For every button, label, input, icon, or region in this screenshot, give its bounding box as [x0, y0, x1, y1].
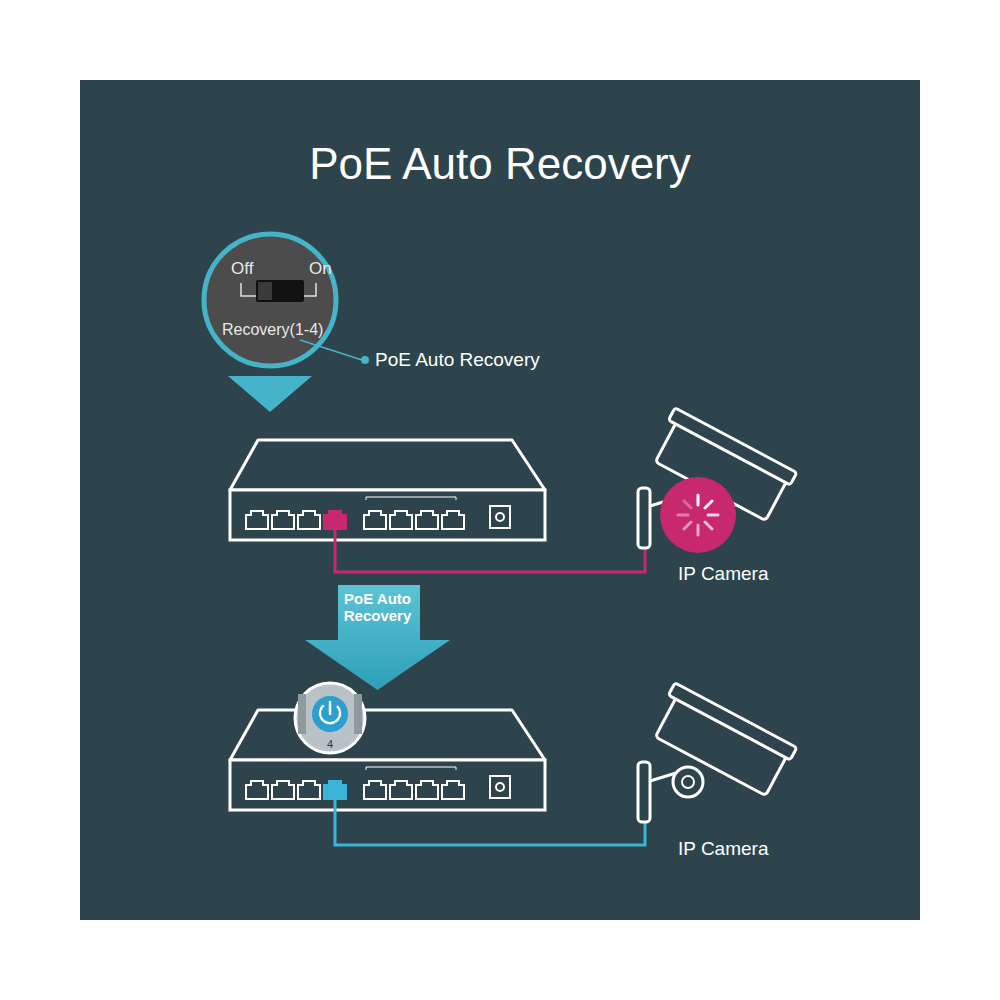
callout-pointer [228, 376, 312, 412]
poe-marking [366, 497, 456, 500]
ethernet-port [298, 781, 320, 799]
arrow-node: PoE Auto Recovery [305, 585, 450, 690]
ethernet-port [442, 511, 464, 529]
ethernet-port-recovered [324, 781, 346, 799]
led-housing [298, 694, 306, 734]
device-label: IP Camera [678, 563, 768, 586]
switch-front [230, 760, 545, 810]
ethernet-port-fault [324, 511, 346, 529]
recovery-icon-bg [312, 696, 348, 732]
ethernet-port [364, 781, 386, 799]
zoom-circle [204, 234, 336, 366]
camera-pole [638, 488, 650, 548]
spinner-spoke [705, 501, 712, 508]
leader-line [300, 340, 362, 360]
ethernet-port [416, 511, 438, 529]
spinner-spoke [708, 514, 718, 517]
spinner-spoke [678, 514, 688, 517]
ethernet-port [416, 781, 438, 799]
power-port [490, 506, 510, 528]
camera-hood [668, 683, 796, 760]
camera-mount [673, 767, 703, 797]
camera-mount-inner [682, 776, 694, 788]
ethernet-port [272, 781, 294, 799]
switch-front [230, 490, 545, 540]
spinner-spoke [697, 495, 700, 505]
leader-dot [361, 356, 369, 364]
down-arrow [305, 585, 450, 690]
title: PoE Auto Recovery [0, 138, 1000, 191]
callout-label: PoE Auto Recovery [375, 349, 540, 372]
background-panel [80, 80, 920, 920]
spinner-spoke [684, 501, 691, 508]
fault-badge [660, 477, 736, 553]
switch-off-label: Off [231, 259, 253, 279]
switch-top [230, 440, 545, 490]
camera-pole [638, 762, 650, 822]
power-port-pin [496, 783, 504, 791]
node-label: PoE Auto Recovery [344, 591, 412, 624]
cable-fault [335, 529, 645, 572]
ethernet-port [246, 781, 268, 799]
device-label: IP Camera [678, 838, 768, 861]
switch-name-label: Recovery(1-4) [222, 320, 323, 339]
slide-switch-knob [258, 282, 272, 300]
ethernet-port [442, 781, 464, 799]
slide-switch [256, 280, 304, 302]
spinner-spoke [705, 522, 712, 529]
spinner-spoke [697, 525, 700, 535]
power-port-pin [496, 513, 504, 521]
ethernet-port [390, 511, 412, 529]
camera-hood [668, 408, 796, 485]
switch-top [230, 710, 545, 760]
ethernet-port [364, 511, 386, 529]
ethernet-port [390, 781, 412, 799]
ethernet-port [246, 511, 268, 529]
ethernet-port [272, 511, 294, 529]
ethernet-port [298, 511, 320, 529]
port-number: 4 [327, 738, 333, 751]
cable-ok [335, 799, 645, 845]
poe-marking [366, 767, 456, 770]
led-housing [354, 694, 362, 734]
spinner-spoke [684, 522, 691, 529]
switch-on-label: On [309, 259, 332, 279]
power-port [490, 776, 510, 798]
recovery-icon-bar [329, 702, 332, 714]
zoom-circle [295, 683, 365, 753]
